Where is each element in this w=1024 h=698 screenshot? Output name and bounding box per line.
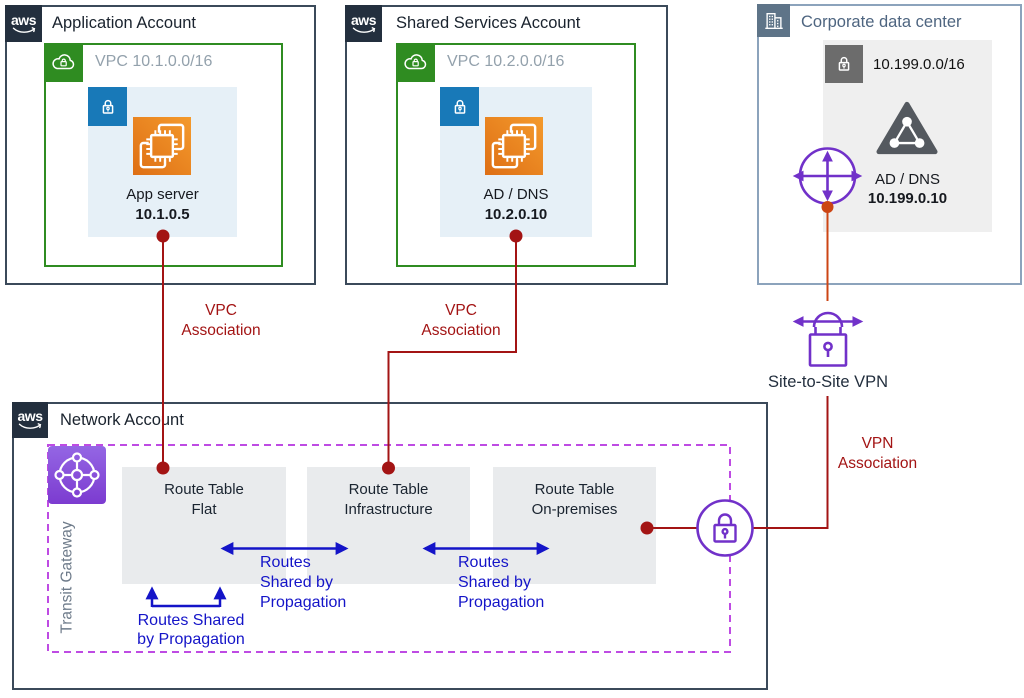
dot-shared-server: [509, 229, 523, 243]
vpn-association-line: [753, 396, 829, 529]
application-server-ip: 10.1.0.5: [135, 206, 190, 223]
transit-gateway-icon: [48, 446, 106, 509]
shared-server-ip: 10.2.0.10: [484, 206, 548, 223]
aws-logo: aws: [17, 408, 43, 424]
aws-swoosh-icon: [12, 26, 35, 33]
application-server-label: App server: [126, 186, 199, 203]
private-subnet-lock-icon: [88, 87, 127, 126]
aws-swoosh-icon: [18, 423, 42, 429]
aws-swoosh-icon: [352, 26, 375, 33]
aws-logo-badge: aws: [345, 5, 382, 42]
ec2-instances-icon: [133, 117, 191, 180]
route-table-infrastructure-label: Route Table Infrastructure: [344, 481, 433, 518]
active-directory-icon: [876, 101, 938, 161]
application-account-title: Application Account: [52, 14, 197, 32]
vpc-association-line-right: [387, 236, 517, 468]
shared-server-label: AD / DNS: [483, 186, 549, 203]
route-table-on-premises-label: Route Table On-premises: [531, 481, 618, 518]
shared-services-account-title: Shared Services Account: [396, 14, 581, 32]
shared-vpc-label: VPC 10.2.0.0/16: [447, 53, 565, 70]
vpc-cloud-lock-icon: [44, 43, 83, 82]
corporate-data-center-title: Corporate data center: [801, 13, 962, 31]
corporate-lock-icon: [825, 45, 863, 83]
routes-shared-label-mid: Routes Shared by Propagation: [260, 554, 347, 611]
aws-logo: aws: [351, 11, 376, 28]
route-table-infrastructure: Route Table Infrastructure: [307, 467, 470, 584]
aws-logo: aws: [11, 11, 36, 28]
dot-corporate-gateway: [821, 201, 834, 213]
vpn-attachment-lock-icon: [695, 498, 755, 563]
corporate-cidr-label: 10.199.0.0/16: [873, 56, 965, 73]
aws-logo-badge: aws: [5, 5, 42, 42]
application-vpc-label: VPC 10.1.0.0/16: [95, 53, 213, 70]
site-to-site-vpn-label: Site-to-Site VPN: [767, 373, 889, 391]
routes-shared-label-right: Routes Shared by Propagation: [458, 554, 545, 611]
network-account-title: Network Account: [60, 411, 184, 429]
vpc-association-label-right: VPC Association: [421, 302, 501, 339]
site-to-site-vpn-icon: [790, 299, 866, 374]
route-table-on-premises: Route Table On-premises: [493, 467, 656, 584]
vpc-association-label-left: VPC Association: [181, 302, 261, 339]
vpn-association-label: VPN Association: [837, 435, 918, 472]
corporate-server-label: AD / DNS: [874, 171, 940, 188]
routes-shared-label-flat: Routes Shared by Propagation: [137, 612, 245, 648]
vpc-cloud-lock-icon: [396, 43, 435, 82]
dot-app-server: [156, 229, 170, 243]
route-table-flat-label: Route Table Flat: [164, 481, 244, 518]
ec2-instances-icon: [485, 117, 543, 180]
private-subnet-lock-icon: [440, 87, 479, 126]
dot-route-table-on-premises: [640, 521, 654, 535]
route-table-flat: Route Table Flat: [122, 467, 286, 584]
corporate-server-ip: 10.199.0.10: [867, 190, 948, 207]
aws-logo-badge: aws: [12, 402, 48, 438]
corporate-building-icon: [757, 4, 790, 37]
dot-route-table-infrastructure: [382, 461, 395, 475]
dot-route-table-flat: [156, 461, 170, 475]
